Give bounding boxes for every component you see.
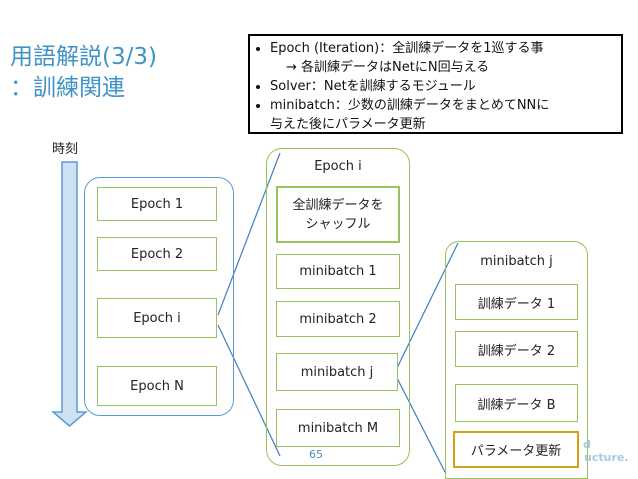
epoch-box-selected: Epoch i bbox=[97, 298, 217, 338]
parameter-update-label: パラメータ更新 bbox=[470, 444, 562, 459]
minibatch-label: minibatch 2 bbox=[299, 311, 377, 327]
page-number: 65 bbox=[309, 448, 323, 461]
time-arrow-icon bbox=[50, 161, 89, 427]
epoch-label: Epoch N bbox=[130, 378, 184, 394]
definitions-box: Epoch (Iteration)：全訓練データを1巡する事 → 各訓練データは… bbox=[248, 34, 623, 134]
title-line-1: 用語解説(3/3) bbox=[10, 44, 157, 70]
epochs-panel bbox=[84, 177, 234, 416]
epoch-label: Epoch i bbox=[133, 310, 181, 326]
definition-solver: Solver：Netを訓練するモジュール bbox=[270, 77, 615, 96]
watermark-line-1: d bbox=[583, 438, 591, 451]
training-data-box: 訓練データ B bbox=[455, 384, 578, 422]
definition-epoch-sub: → 各訓練データはNetにN回与える bbox=[286, 60, 490, 75]
minibatch-j-header: minibatch j bbox=[480, 254, 553, 269]
epoch-i-header: Epoch i bbox=[314, 159, 362, 174]
minibatch-label: minibatch j bbox=[300, 364, 374, 380]
training-data-box: 訓練データ 2 bbox=[455, 331, 578, 367]
definition-solver-text: Solver：Netを訓練するモジュール bbox=[270, 79, 476, 94]
title-line-2: ：訓練関連 bbox=[10, 75, 125, 101]
minibatch-box: minibatch M bbox=[276, 409, 400, 447]
parameter-update-box: パラメータ更新 bbox=[453, 431, 579, 468]
minibatch-box: minibatch 2 bbox=[276, 301, 400, 337]
connector-minibatch-j-bottom bbox=[396, 377, 447, 475]
epoch-i-panel bbox=[266, 148, 410, 466]
definition-epoch: Epoch (Iteration)：全訓練データを1巡する事 → 各訓練データは… bbox=[270, 39, 615, 77]
connector-epoch-i-bottom bbox=[217, 324, 281, 457]
slide-title: 用語解説(3/3) ：訓練関連 bbox=[10, 42, 157, 104]
training-data-label: 訓練データ B bbox=[477, 397, 556, 413]
epoch-box: Epoch 2 bbox=[97, 237, 217, 271]
epoch-box: Epoch 1 bbox=[97, 187, 217, 221]
watermark-line-2: ucture. bbox=[584, 451, 629, 464]
training-data-label: 訓練データ 2 bbox=[477, 343, 556, 359]
connector-minibatch-j-top bbox=[396, 242, 459, 369]
time-axis-label: 時刻 bbox=[52, 142, 79, 157]
minibatch-label: minibatch M bbox=[297, 420, 379, 436]
definition-epoch-text: Epoch (Iteration)：全訓練データを1巡する事 bbox=[270, 41, 544, 56]
shuffle-line-1: 全訓練データを bbox=[292, 197, 384, 213]
definition-minibatch-sub: 与えた後にパラメータ更新 bbox=[270, 117, 426, 132]
definitions-list: Epoch (Iteration)：全訓練データを1巡する事 → 各訓練データは… bbox=[256, 39, 615, 134]
shuffle-line-2: シャッフル bbox=[305, 216, 371, 232]
minibatch-box-selected: minibatch j bbox=[276, 353, 398, 391]
minibatch-label: minibatch 1 bbox=[299, 264, 377, 279]
minibatch-box: minibatch 1 bbox=[276, 254, 400, 289]
epoch-label: Epoch 2 bbox=[130, 246, 184, 262]
shuffle-box: 全訓練データを シャッフル bbox=[276, 186, 400, 243]
definition-minibatch: minibatch：少数の訓練データをまとめてNNに 与えた後にパラメータ更新 bbox=[270, 96, 615, 134]
training-data-box: 訓練データ 1 bbox=[455, 284, 578, 320]
epoch-box: Epoch N bbox=[97, 366, 217, 406]
epoch-label: Epoch 1 bbox=[130, 196, 184, 212]
definition-minibatch-text: minibatch：少数の訓練データをまとめてNNに bbox=[270, 98, 550, 113]
training-data-label: 訓練データ 1 bbox=[477, 296, 556, 312]
connector-epoch-i-top bbox=[217, 152, 281, 316]
